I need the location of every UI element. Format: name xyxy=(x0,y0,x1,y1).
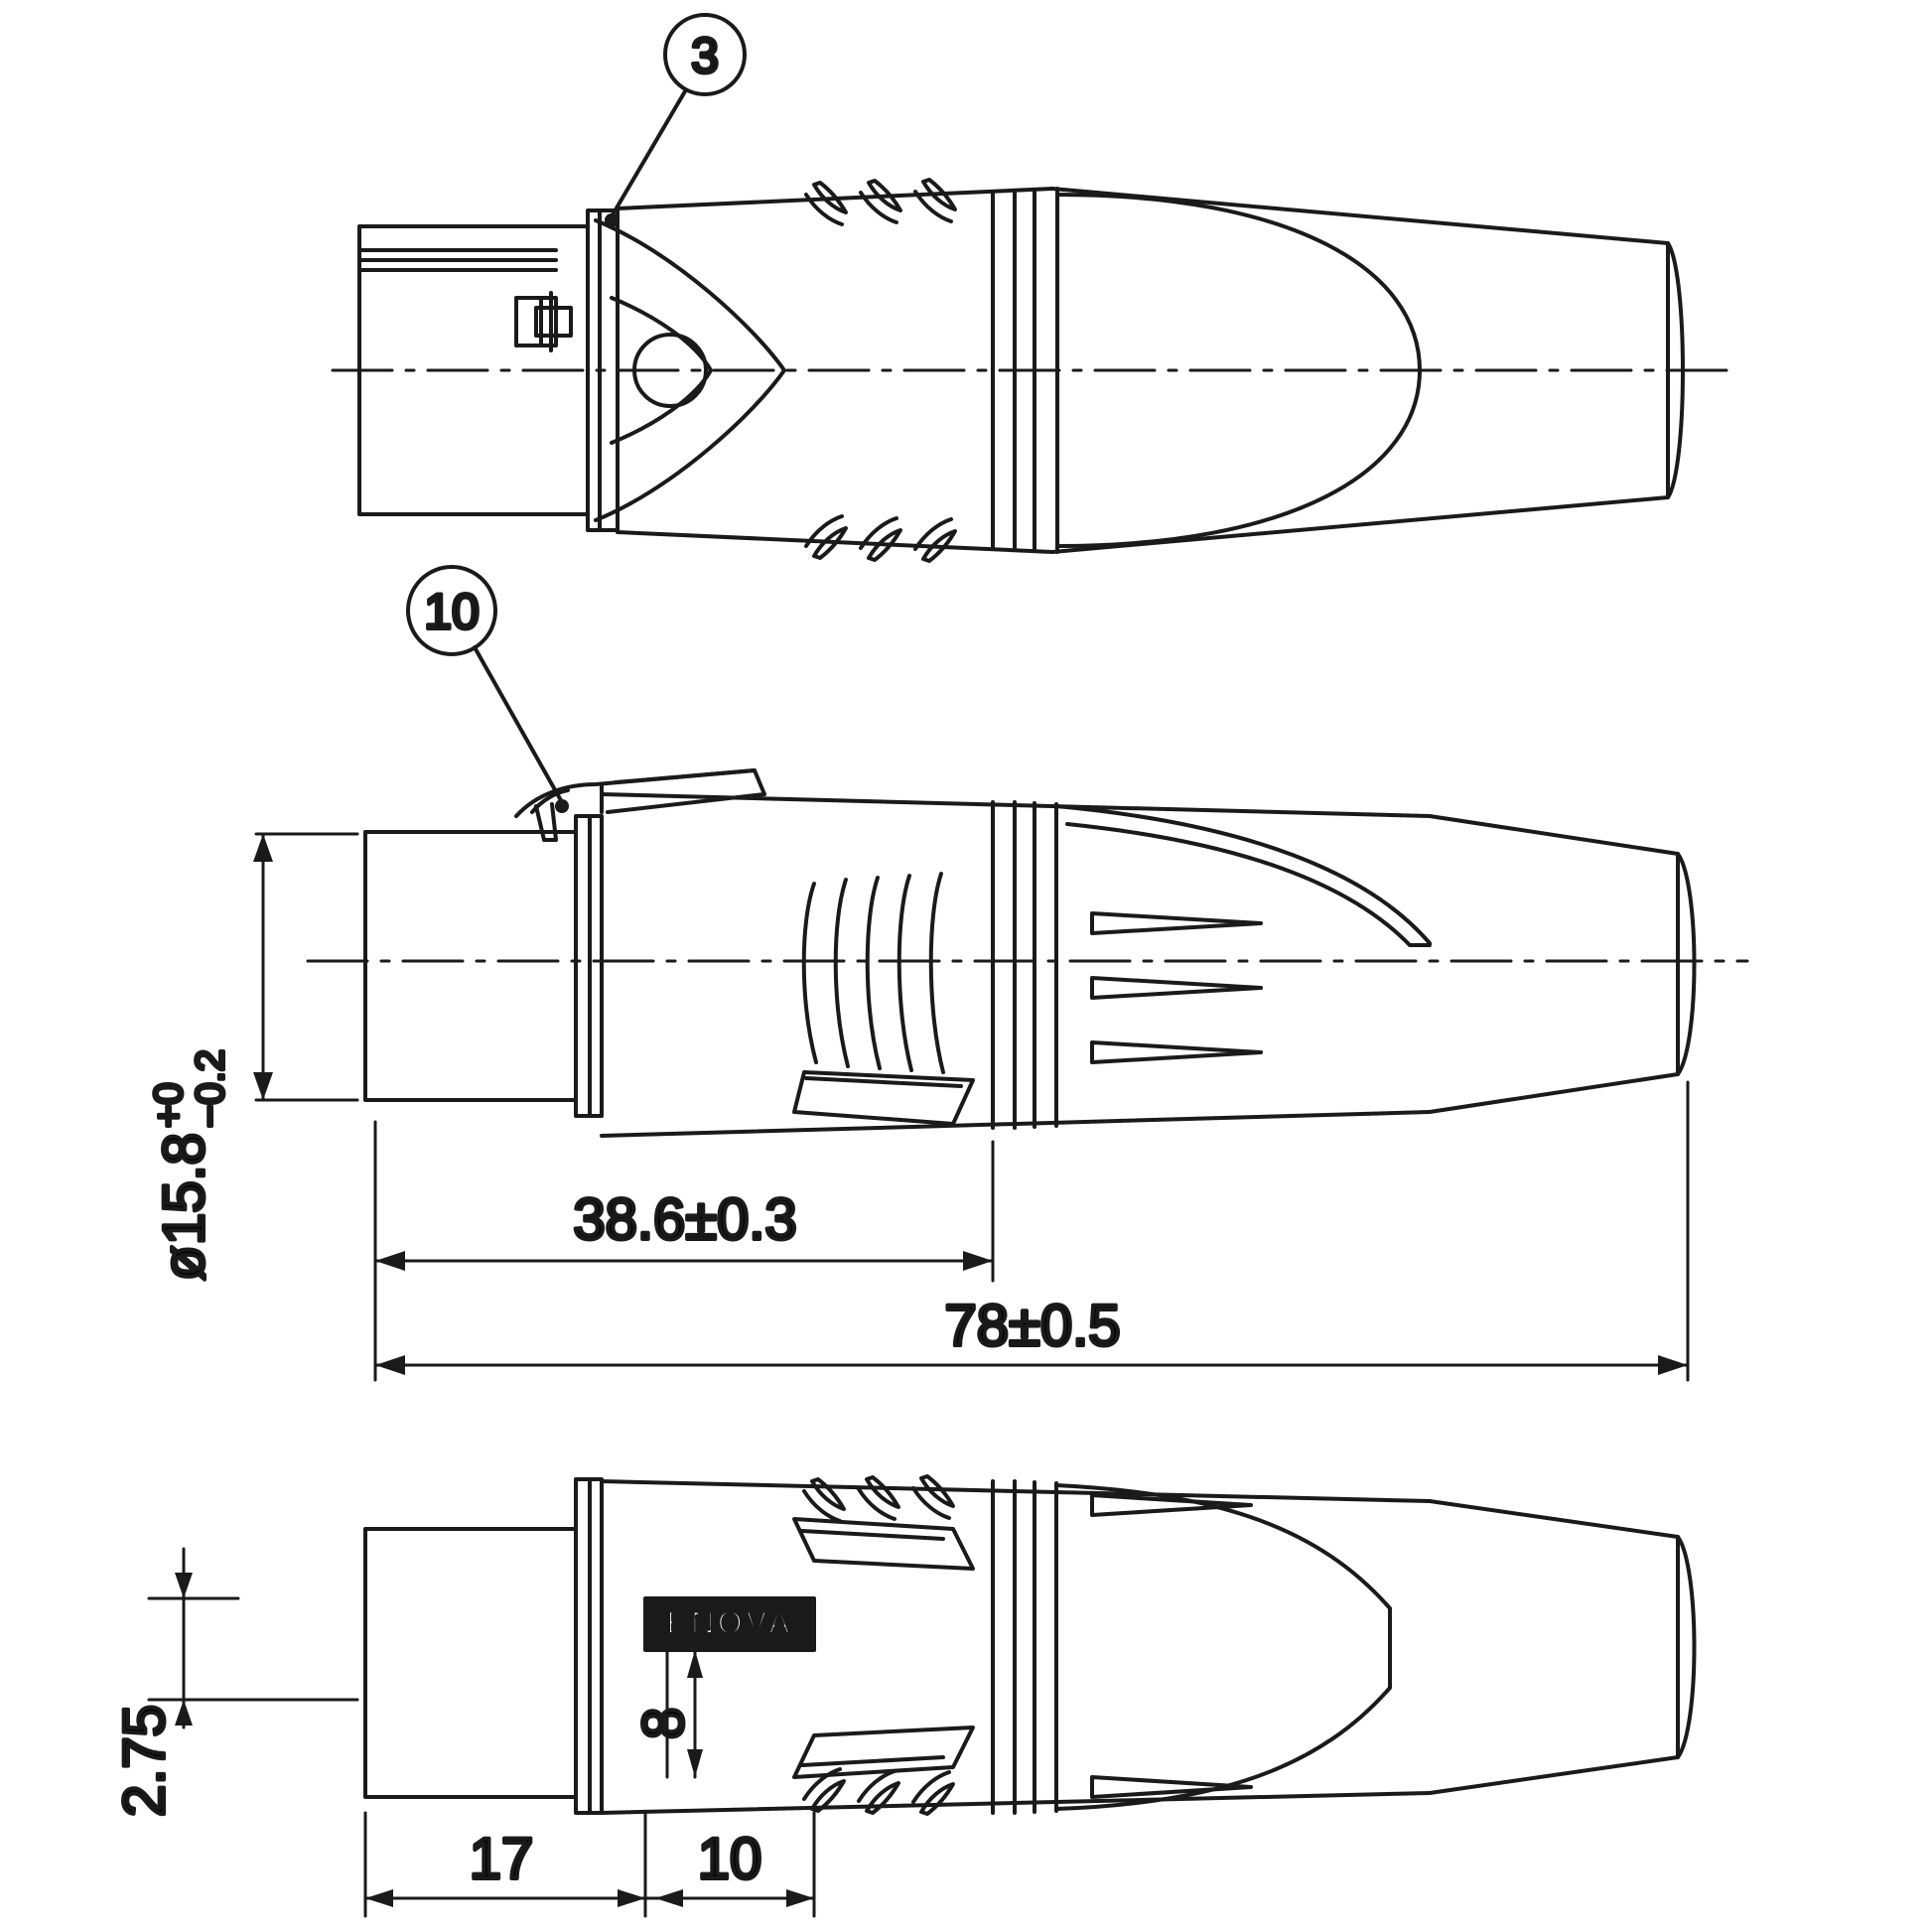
dim-10-arrow-left xyxy=(655,1889,683,1907)
brand-label-text: ENOVA xyxy=(666,1604,793,1642)
dim-78-arrow-right xyxy=(1658,1355,1688,1375)
top-latch-block2 xyxy=(534,306,573,338)
dim-78-text: 78±0.5 xyxy=(945,1294,1121,1358)
mid-latch-lever-top xyxy=(614,768,757,784)
dim-8-arrow-bottom xyxy=(687,1749,703,1777)
mid-grip-plate xyxy=(792,1070,975,1126)
bot-knurl-lower xyxy=(802,1767,955,1816)
dim-8-text-group: 8 xyxy=(629,1706,698,1741)
dim-8-arrow-top xyxy=(687,1650,703,1678)
dim-dia-arrow-bottom xyxy=(253,1072,273,1100)
balloon-3-circle xyxy=(663,13,747,96)
dim-78-arrow-left xyxy=(375,1355,405,1375)
dim-17-arrow-left xyxy=(365,1889,393,1907)
balloon-3-leader xyxy=(610,89,687,218)
mid-latch-tab xyxy=(534,802,558,842)
top-body-end xyxy=(1666,241,1685,499)
bot-grip-line-upper xyxy=(800,1529,945,1541)
dim-386-arrow-right xyxy=(963,1251,993,1271)
dim-275-text-group: 2.75 xyxy=(110,1703,179,1819)
balloon-10-leader xyxy=(473,645,564,804)
dim-diameter-tol-upper: +0 xyxy=(147,1082,191,1128)
balloon-3-dot xyxy=(605,213,619,227)
dim-275-arrow-bottom xyxy=(175,1700,193,1725)
dimension-group-middle xyxy=(253,832,1690,1382)
mid-body-taper xyxy=(1428,814,1680,1114)
mid-grip-ribs xyxy=(801,872,945,1074)
dim-diameter-tol-lower: −0.2 xyxy=(189,1049,232,1128)
dim-diameter-prefix: ø xyxy=(152,1246,216,1281)
dim-17-text: 17 xyxy=(470,1827,534,1891)
top-latch-tongue xyxy=(594,218,786,522)
bot-body-end xyxy=(1676,1535,1697,1759)
dim-8-text: 8 xyxy=(631,1708,696,1739)
bot-grip-plate-lower xyxy=(792,1725,975,1779)
dim-dia-arrow-top xyxy=(253,834,273,862)
view-bottom xyxy=(363,1474,1697,1816)
mid-boot-upper-inner xyxy=(1065,822,1432,947)
top-boot-outline xyxy=(1055,193,1422,548)
dim-10-arrow-right xyxy=(786,1889,814,1907)
mid-collar xyxy=(574,814,604,1118)
brand-label-plate xyxy=(643,1596,816,1652)
balloon-10-dot xyxy=(555,799,569,813)
mid-latch-hook xyxy=(530,788,570,814)
bot-vent-slots xyxy=(1090,1493,1253,1799)
top-body-taper xyxy=(1050,187,1670,554)
balloon-10-circle xyxy=(406,565,497,656)
dim-17-arrow-right xyxy=(618,1889,645,1907)
top-latch-hole xyxy=(632,333,708,408)
top-knurl-upper xyxy=(804,178,957,226)
view-middle xyxy=(306,565,1749,1138)
bot-grip-line-lower xyxy=(800,1755,945,1767)
top-knurl-lower xyxy=(804,514,957,563)
view-top xyxy=(331,13,1734,563)
mid-boot-upper xyxy=(1054,804,1432,945)
mid-vent-slots xyxy=(1090,911,1263,1064)
mid-body-end xyxy=(1676,852,1697,1076)
dim-386-arrow-left xyxy=(375,1251,405,1271)
bot-body-taper xyxy=(1428,1499,1680,1795)
balloon-10-label: 10 xyxy=(424,584,480,639)
dim-386-text: 38.6±0.3 xyxy=(573,1187,796,1252)
dim-275-text: 2.75 xyxy=(112,1705,177,1817)
balloon-3-label: 3 xyxy=(691,28,719,83)
dim-10-text: 10 xyxy=(698,1827,762,1891)
dim-diameter-text-group: ø 15.8 +0 −0.2 xyxy=(145,1047,234,1283)
top-latch-tongue-inner xyxy=(610,296,713,445)
mid-grip-plate-line xyxy=(804,1076,963,1088)
dim-diameter-value: 15.8 xyxy=(152,1133,216,1245)
dimension-group-bottom xyxy=(147,1547,816,1918)
bot-grip-plate-upper xyxy=(792,1517,975,1571)
